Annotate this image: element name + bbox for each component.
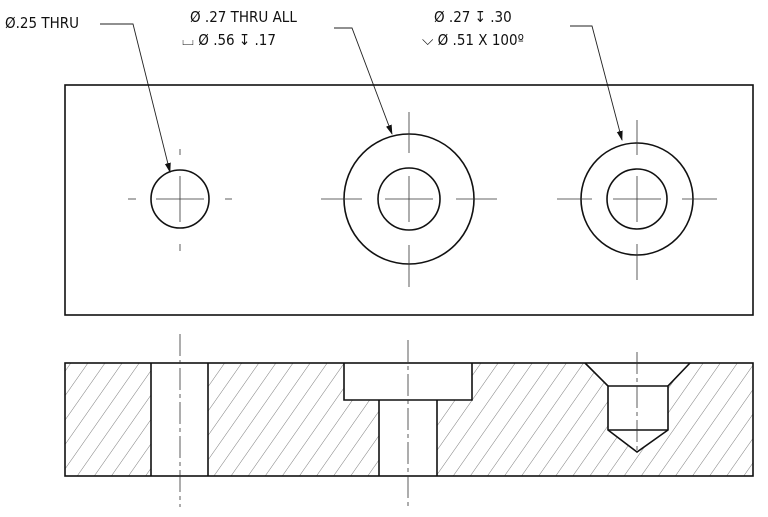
- section-view: [64, 334, 754, 508]
- hole3-callout-line1: Ø .27 ↧ .30: [434, 8, 512, 26]
- hole2-centermark: [321, 112, 497, 287]
- hole3-callout-line2: ⌵ Ø .51 X 100º: [422, 31, 524, 49]
- section-hatch: [65, 363, 753, 476]
- hole2-leader: [334, 27, 393, 135]
- hole2-callout-line1: Ø .27 THRU ALL: [190, 8, 297, 26]
- hole1-leader: [100, 23, 171, 173]
- hole3-hole-circle: [606, 168, 668, 230]
- top-view: [64, 84, 754, 316]
- section-outline: [64, 362, 754, 477]
- plate-outline: [64, 84, 754, 316]
- hole3-leader: [570, 25, 623, 141]
- hole2-callout-line2: ⌴ Ø .56 ↧ .17: [182, 31, 276, 49]
- hole3-centermark: [557, 120, 717, 280]
- hole1-callout: Ø.25 THRU: [5, 14, 79, 32]
- hole2-hole-circle: [377, 167, 441, 231]
- hole1-centermark: [128, 149, 232, 251]
- hole1-circle: [150, 169, 210, 229]
